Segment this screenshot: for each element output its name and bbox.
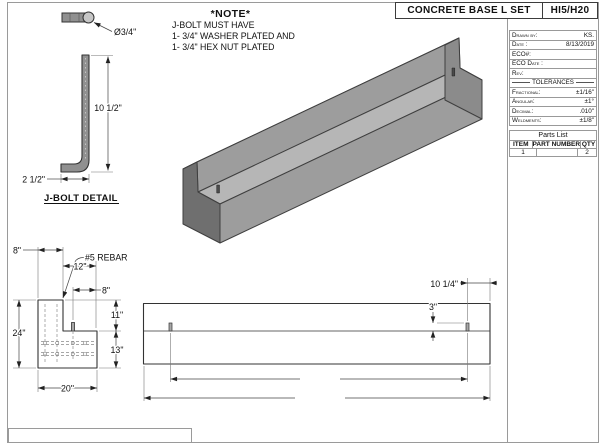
dim-end-offset: 10 1/4" <box>430 279 458 289</box>
title-block: Drawn by: KS. Date : 8/13/2019 ECO#: ECO… <box>509 30 597 126</box>
drawing-title: CONCRETE BASE L SET <box>407 5 531 16</box>
tolerances-heading: TOLERANCES <box>532 79 574 87</box>
anchor-bolt <box>451 67 456 77</box>
dim-base-width: 20" <box>61 384 74 394</box>
dim-offset: 12" <box>74 262 87 272</box>
dim-bolt-height: 3" <box>429 302 437 312</box>
field-label: Rev: <box>512 69 524 77</box>
field-value: ±1° <box>584 98 594 106</box>
note-line: 1- 3/4" HEX NUT PLATED <box>172 41 275 52</box>
cell-qty: 2 <box>577 148 597 157</box>
field-value: ±1/8" <box>579 117 594 125</box>
field-label: Date : <box>512 41 528 49</box>
title-bar: CONCRETE BASE L SET HI5/H20 <box>395 2 598 19</box>
sheet-code: HI5/H20 <box>542 3 597 18</box>
parts-list: Parts List ITEM PART NUMBER QTY 1 2 <box>509 130 597 157</box>
dim-total-height: 24" <box>13 328 26 338</box>
dim-diameter: Ø3/4" <box>114 27 136 37</box>
field-value: KS. <box>583 31 594 39</box>
side-view: 10 1/4" 3" <box>142 278 497 401</box>
field-label: ECO#: <box>512 50 531 58</box>
title-block-separator <box>507 2 508 442</box>
field-label: ECO Date : <box>512 60 543 68</box>
anchor-bolt <box>71 322 75 332</box>
jbolt-front-view: 10 1/2" 2 1/2" J-BOLT DETAIL <box>21 54 123 204</box>
anchor-bolt <box>168 322 173 332</box>
field-label: Weldments: <box>512 117 542 125</box>
field-label: Angular: <box>512 98 535 106</box>
rebar-callout: #5 REBAR <box>85 253 128 263</box>
dim-wall-width: 8" <box>13 246 21 256</box>
field-value: ±1/16" <box>576 88 594 96</box>
left-end-face <box>182 161 221 244</box>
cross-section-view: 8" #5 REBAR 12" 8" 24" 11" 13" 20" <box>11 244 129 395</box>
note-block: *NOTE* J-BOLT MUST HAVE 1- 3/4" WASHER P… <box>163 8 298 52</box>
field-label: Fractional: <box>512 88 541 96</box>
field-value: 8/13/2019 <box>565 41 594 49</box>
anchor-bolt <box>216 184 220 194</box>
jbolt-top-view: Ø3/4" <box>61 11 138 38</box>
note-heading: *NOTE* <box>210 8 251 20</box>
bolt-end-circle <box>82 11 95 24</box>
anchor-bolt <box>465 322 470 332</box>
dim-height: 10 1/2" <box>94 103 122 113</box>
right-end-face <box>444 37 483 120</box>
dim-upper-height: 11" <box>111 310 123 320</box>
dim-lower-height: 13" <box>111 345 124 355</box>
note-line: 1- 3/4" WASHER PLATED AND <box>172 30 295 41</box>
isometric-view <box>182 37 483 244</box>
field-value: .010" <box>579 107 595 115</box>
field-label: Decimal: <box>512 107 534 115</box>
note-line: J-BOLT MUST HAVE <box>172 20 255 30</box>
jbolt-detail-label: J-BOLT DETAIL <box>44 193 118 204</box>
tolerance-row: Weldments: ±1/8" <box>509 115 597 126</box>
dim-foot: 2 1/2" <box>22 175 45 185</box>
field-label: Drawn by: <box>512 31 538 39</box>
sheet-border <box>7 2 599 443</box>
parts-list-row: 1 2 <box>509 148 597 157</box>
bottom-strip <box>8 428 192 443</box>
dim-bolt-offset: 8" <box>102 286 110 296</box>
